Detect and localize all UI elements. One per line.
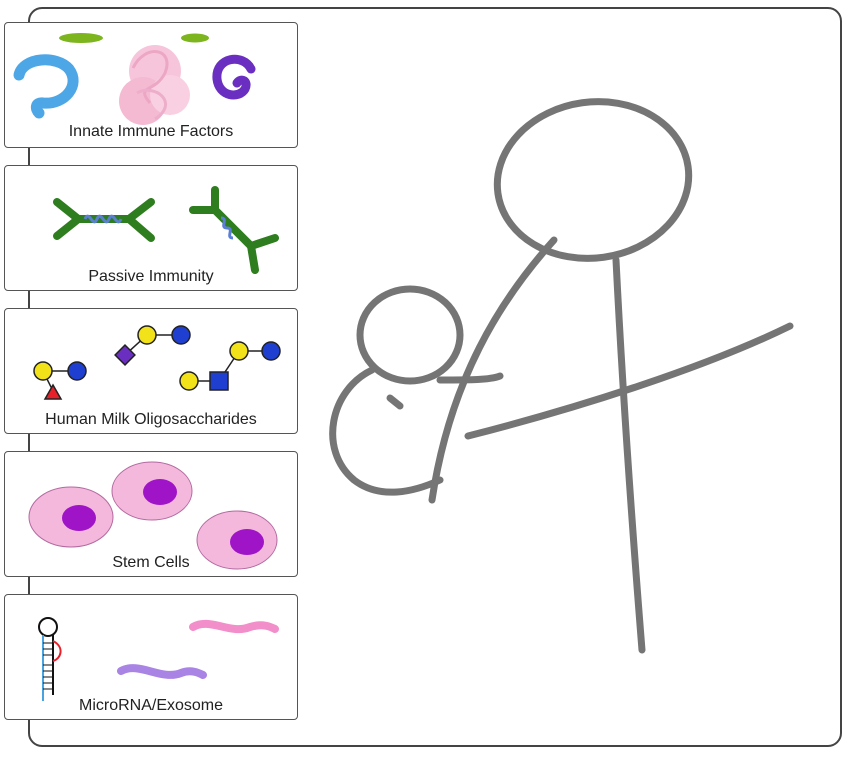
infant-legs [436,372,504,384]
glycan-icon-3 [179,341,281,391]
stem-cell-icon-3 [196,510,278,570]
mother-infant-sketch [329,98,794,654]
exosome-strand-icon [189,619,279,634]
innate-immune-illustration [13,33,256,125]
panel-label-microrna: MicroRNA/Exosome [78,697,224,714]
antigen-icon-2 [220,216,234,240]
panel-label-innate: Innate Immune Factors [68,123,234,140]
stem-cell-icon [28,486,114,548]
panel-label-hmo: Human Milk Oligosaccharides [45,411,257,428]
infant-eye [386,394,404,410]
passive-immunity-illustration [53,186,279,274]
stem-cells-illustration [28,461,278,570]
mother-back [428,236,558,504]
panel-label-stem: Stem Cells [112,554,190,571]
lysozyme-pink-icon [119,45,190,125]
mother-body-line [612,256,646,654]
lactoferrin-blue-icon [13,54,79,119]
green-peptide-icon-2 [181,33,209,43]
mother-arm [464,322,794,440]
mother-head [493,98,693,262]
panel-innate-immune-factors: Innate Immune Factors [4,22,298,148]
panel-label-passive: Passive Immunity [88,268,214,285]
microrna-illustration [38,617,279,701]
infant-body [329,366,444,496]
exosome-strand-icon-2 [117,664,207,679]
panel-stem-cells: Stem Cells [4,451,298,577]
microrna-hairpin-icon [38,617,62,701]
stem-cell-icon-2 [111,461,193,521]
green-peptide-icon [59,33,103,43]
panel-passive-immunity: Passive Immunity [4,165,298,291]
antibody-icon-2 [189,186,279,274]
protein-purple-icon [212,54,256,100]
panel-microrna: MicroRNA/Exosome [4,594,298,720]
glycan-icon-2 [114,325,191,366]
infant-head [356,285,464,385]
panel-hmo: Human Milk Oligosaccharides [4,308,298,434]
glycan-icon-1 [33,361,87,400]
hmo-illustration [33,325,281,400]
antigen-icon [83,214,123,224]
